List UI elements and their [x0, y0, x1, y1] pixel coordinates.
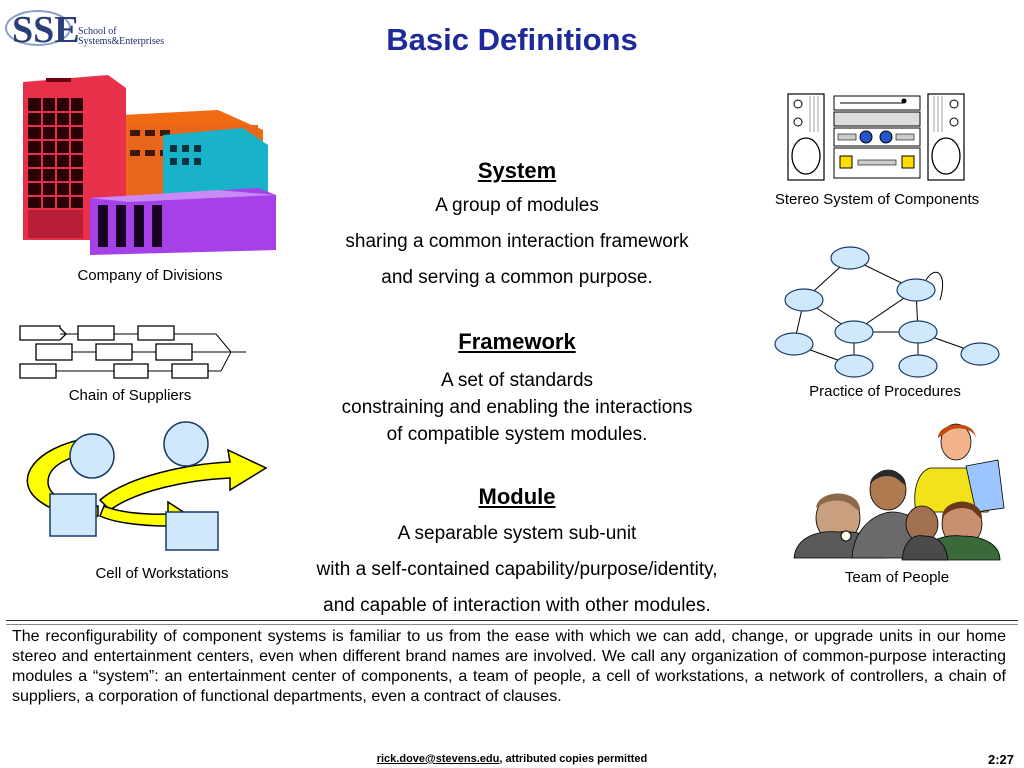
- logo-line2: Systems&Enterprises: [78, 36, 165, 47]
- caption-practice: Practice of Procedures: [809, 383, 961, 400]
- company-buildings-image: [23, 75, 276, 255]
- system-line-3: and serving a common purpose.: [381, 267, 653, 288]
- caption-team: Team of People: [844, 569, 950, 586]
- procedures-network-image: [774, 246, 1000, 378]
- logo: SSE School of Systems&Enterprises: [4, 4, 165, 51]
- page-title: Basic Definitions: [386, 22, 638, 57]
- body-paragraph: The reconfigurability of component syste…: [12, 628, 1006, 705]
- supplier-chain-image: [19, 325, 246, 379]
- team-people-image: [793, 423, 1005, 561]
- footer-text: , attributed copies permitted: [499, 753, 648, 765]
- logo-line1: School of: [78, 26, 117, 37]
- definition-framework: Framework A set of standards constrainin…: [262, 329, 772, 448]
- system-heading: System: [477, 158, 557, 183]
- module-line-3: and capable of interaction with other mo…: [323, 595, 711, 616]
- page-number: 2:27: [987, 752, 1014, 767]
- stereo-system-image: [787, 93, 965, 181]
- separator-bottom: [6, 624, 1018, 625]
- framework-heading: Framework: [458, 329, 576, 354]
- module-heading: Module: [478, 484, 556, 509]
- logo-mark-text: SSE: [12, 9, 80, 48]
- module-line-1: A separable system sub-unit: [397, 523, 637, 544]
- module-line-2: with a self-contained capability/purpose…: [316, 559, 718, 580]
- caption-company: Company of Divisions: [77, 267, 223, 284]
- email-link[interactable]: rick.dove@stevens.edu: [376, 753, 500, 765]
- workstation-cell-image: [26, 421, 268, 551]
- caption-chain: Chain of Suppliers: [68, 387, 192, 404]
- separator-top: [6, 620, 1018, 621]
- framework-line-1: A set of standards: [440, 370, 594, 391]
- framework-line-3: of compatible system modules.: [386, 424, 648, 445]
- sse-logo-mark: SSE: [5, 9, 80, 51]
- caption-stereo: Stereo System of Components: [774, 191, 980, 208]
- caption-cell: Cell of Workstations: [95, 565, 229, 582]
- footer: rick.dove@stevens.edu, attributed copies…: [0, 753, 1024, 765]
- definition-module: Module A separable system sub-unit with …: [262, 484, 772, 624]
- system-line-1: A group of modules: [435, 195, 599, 216]
- system-line-2: sharing a common interaction framework: [345, 231, 689, 252]
- definition-system: System A group of modules sharing a comm…: [262, 158, 772, 296]
- framework-line-2: constraining and enabling the interactio…: [341, 397, 693, 418]
